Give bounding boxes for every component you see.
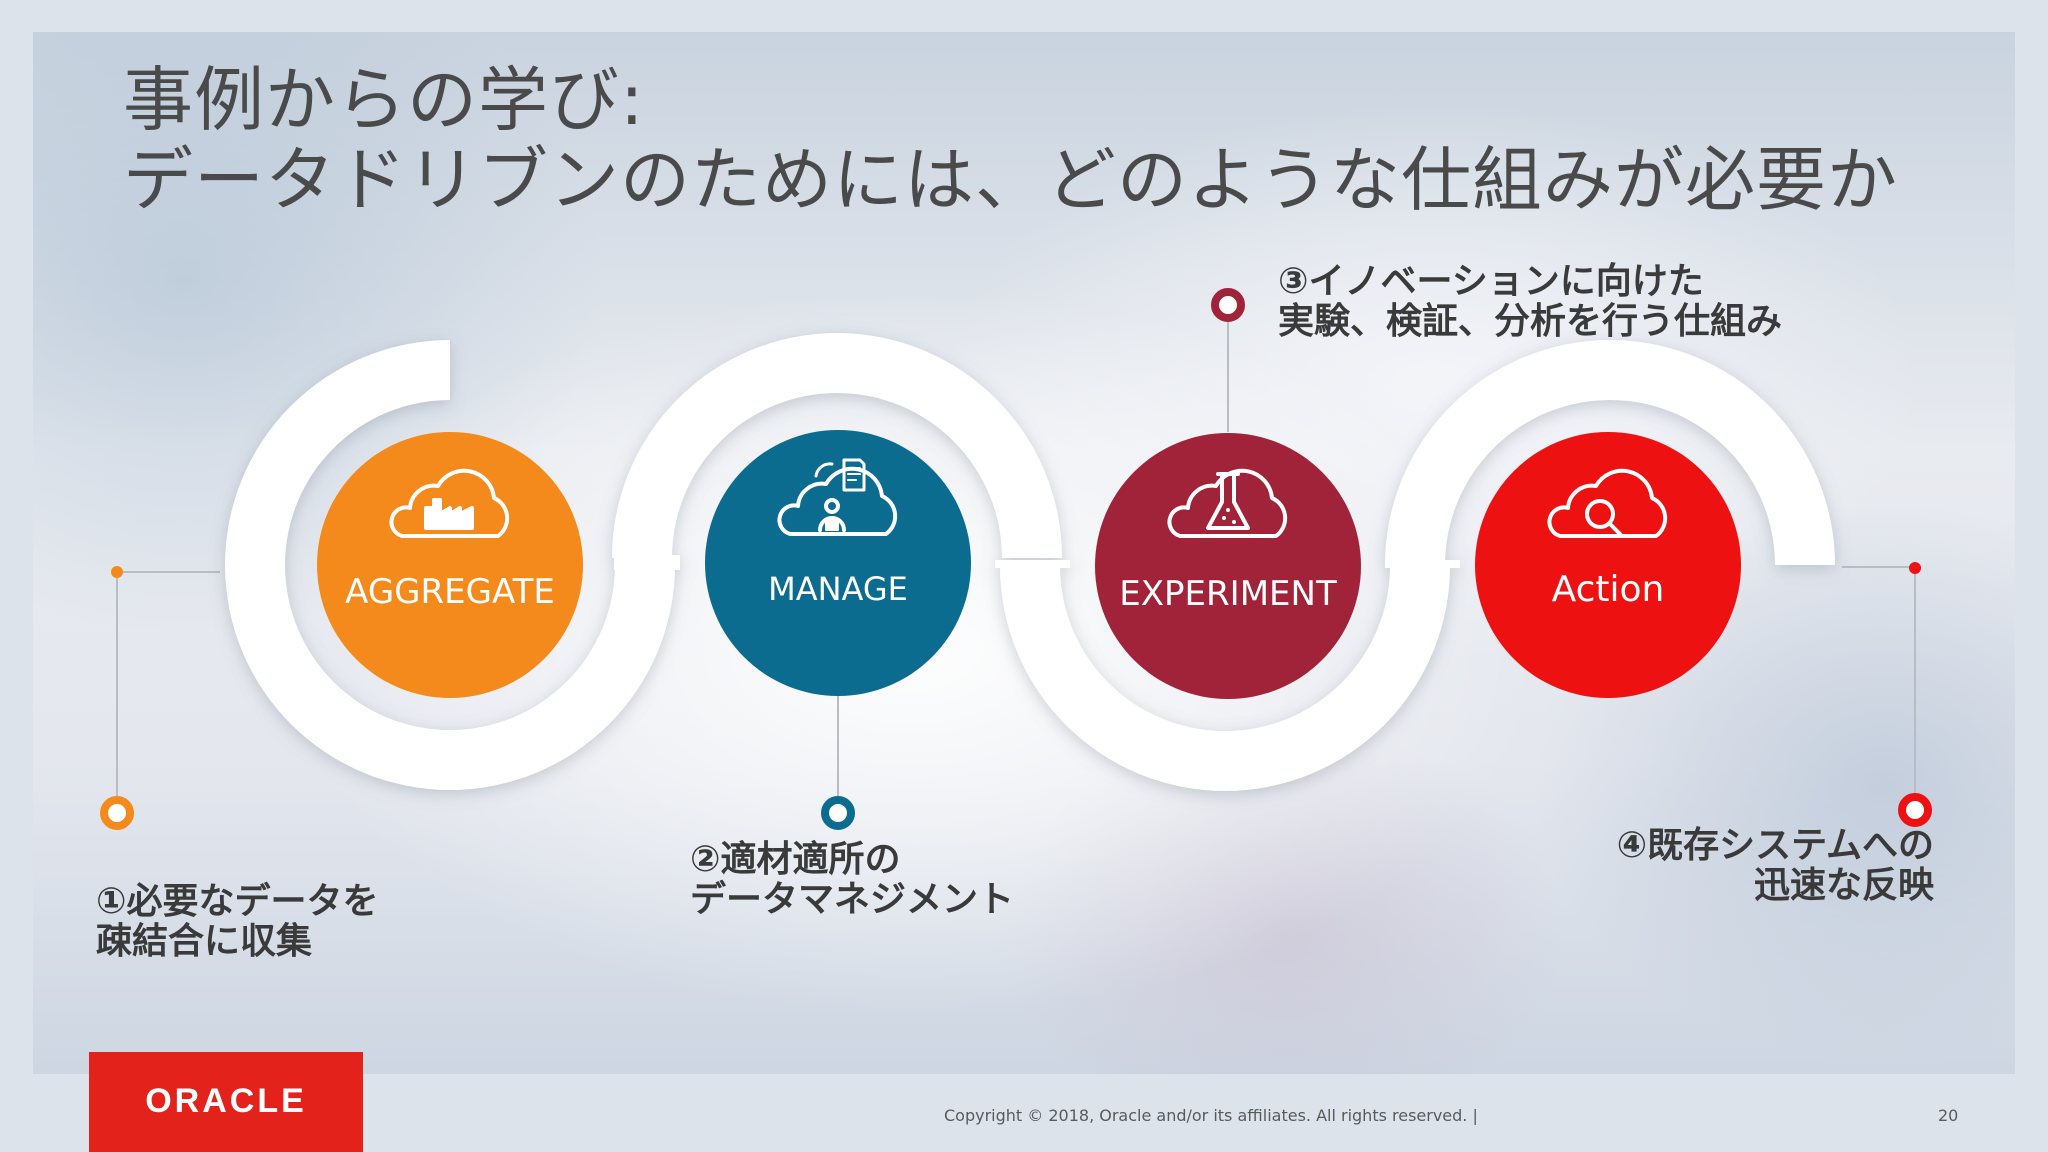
- callout-2: ②適材適所の データマネジメント: [690, 840, 1014, 920]
- ribbon-arc-4: [1385, 340, 1835, 565]
- experiment-circle: [1095, 433, 1361, 699]
- step-circles: [317, 430, 1741, 699]
- callout-4-line-1: ④既存システムへの: [1616, 825, 1934, 866]
- ribbon-arc-3: [1000, 566, 1450, 791]
- oracle-logo: ORACLE: [89, 1052, 363, 1152]
- ribbon-arc-2: [612, 333, 1062, 558]
- connector-dot-1: [111, 566, 123, 578]
- copyright-notice: Copyright © 2018, Oracle and/or its affi…: [944, 1106, 1478, 1125]
- flask-cloud-icon: [1167, 468, 1288, 538]
- factory-cloud-icon: [389, 468, 510, 538]
- marker-ring-2: [821, 796, 855, 830]
- ribbon: [225, 333, 1835, 791]
- marker-ring-3: [1211, 288, 1245, 322]
- callout-4: ④既存システムへの 迅速な反映: [1617, 826, 1934, 906]
- callout-1: ①必要なデータを 疎結合に収集: [96, 882, 378, 962]
- callout-1-line-1: ①必要なデータを: [96, 881, 379, 922]
- callout-3: ③イノベーションに向けた 実験、検証、分析を行う仕組み: [1278, 262, 1782, 342]
- marker-ring-4: [1898, 793, 1932, 827]
- callout-3-line-1: ③イノベーションに向けた: [1278, 261, 1704, 302]
- slide-title: 事例からの学び: データドリブンのためには、どのような仕組みが必要か: [123, 60, 1898, 220]
- callout-1-line-2: 疎結合に収集: [96, 921, 313, 962]
- page-number: 20: [1938, 1106, 1959, 1125]
- callout-2-line-1: ②適材適所の: [690, 839, 901, 880]
- manage-circle: [705, 430, 971, 696]
- title-line-2: データドリブンのためには、どのような仕組みが必要か: [123, 139, 1898, 221]
- ribbon-connector-1: [614, 555, 680, 570]
- oracle-logo-text: ORACLE: [145, 1082, 307, 1120]
- aggregate-circle: [317, 432, 583, 698]
- callout-4-line-2: 迅速な反映: [1753, 865, 1934, 906]
- connector-lines: [116, 318, 1916, 800]
- marker-ring-1: [100, 796, 134, 830]
- action-label: Action: [1552, 569, 1665, 610]
- connector-dot-4: [1909, 562, 1921, 574]
- callout-3-line-2: 実験、検証、分析を行う仕組み: [1278, 301, 1783, 342]
- magnifier-cloud-icon: [1547, 468, 1668, 538]
- aggregate-label: AGGREGATE: [345, 572, 555, 612]
- person-document-cloud-icon: [777, 458, 898, 536]
- title-line-1: 事例からの学び:: [123, 59, 645, 141]
- manage-label: MANAGE: [768, 570, 908, 608]
- action-circle: [1475, 432, 1741, 698]
- callout-2-line-2: データマネジメント: [690, 879, 1015, 920]
- experiment-label: EXPERIMENT: [1119, 574, 1337, 614]
